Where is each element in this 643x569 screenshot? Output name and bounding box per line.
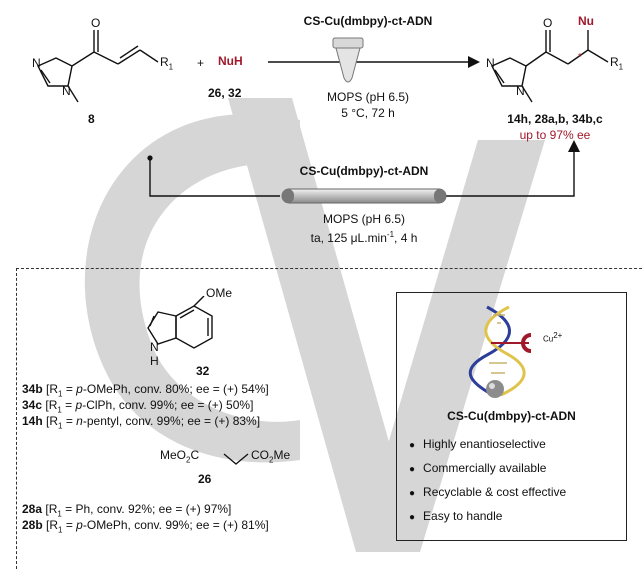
indole-structure: [147, 296, 213, 349]
indole-substituent: OMe: [206, 286, 233, 300]
arrow-flow-head: [568, 140, 580, 152]
scheme-drawing: [37, 30, 609, 204]
reactant-atom-o: O: [91, 16, 101, 30]
result-row-28b: 28b [R1 = p-OMePh, conv. 99%; ee = (+) 8…: [22, 518, 269, 535]
indole-label: 32: [196, 364, 210, 378]
product-ids: 14h, 28a,b, 34b,c: [507, 112, 603, 126]
reactant-r1: R1: [160, 55, 174, 72]
flow-line-right: [446, 152, 575, 197]
flow-reactor-icon: [281, 188, 447, 204]
indole-atom-h: H: [150, 354, 159, 368]
reactant-atom-n1: N: [32, 56, 41, 70]
conditions-flow-2: ta, 125 μL.min-1, 4 h: [310, 230, 418, 245]
plus-sign: +: [197, 56, 205, 70]
product-imidazole-ring: [491, 57, 527, 87]
conditions-flow-1: MOPS (pH 6.5): [322, 212, 406, 226]
product-nu: Nu: [578, 14, 594, 28]
flow-line-left: [149, 158, 280, 197]
reactant-bond-carbonyl: [71, 51, 95, 67]
reactant-atom-n2: N: [62, 84, 71, 98]
catalyst-flow-label: CS-Cu(dmbpy)-ct-ADN: [299, 164, 429, 178]
indole-atom-n: N: [150, 340, 159, 354]
conditions-top-1: MOPS (pH 6.5): [326, 90, 410, 104]
scope-panel: [16, 268, 643, 569]
malonate-label: 26: [198, 472, 212, 486]
malonate-bonds: [223, 453, 249, 465]
feature-item: Highly enantioselective: [409, 437, 546, 451]
malonate-left: MeO2C: [160, 448, 200, 465]
flow-start-dot: [147, 155, 153, 161]
product-atom-n1: N: [486, 56, 495, 70]
result-row-14h: 14h [R1 = n-pentyl, conv. 99%; ee = (+) …: [22, 414, 261, 431]
nucleophile-label: NuH: [218, 54, 243, 68]
dna-catalyst-icon: [468, 305, 532, 398]
feature-item: Easy to handle: [409, 509, 502, 523]
eppendorf-tube-icon: [332, 37, 364, 83]
feature-item: Recyclable & cost effective: [409, 485, 566, 499]
product-atom-o: O: [543, 16, 553, 30]
catalyst-top-label: CS-Cu(dmbpy)-ct-ADN: [303, 14, 433, 28]
product-ee: up to 97% ee: [519, 128, 591, 142]
result-row-28a: 28a [R1 = Ph, conv. 92%; ee = (+) 97%]: [22, 502, 232, 519]
reactant-n-methyl: [67, 85, 79, 103]
result-row-34c: 34c [R1 = p-ClPh, conv. 99%; ee = (+) 50…: [22, 398, 254, 415]
product-stereocenter: *: [578, 52, 582, 63]
arrow-top-head: [468, 56, 480, 68]
product-r1: R1: [610, 55, 624, 72]
nucleophile-ids: 26, 32: [208, 86, 242, 100]
card-title: CS-Cu(dmbpy)-ct-ADN: [447, 409, 576, 423]
conditions-top-2: 5 °C, 72 h: [341, 106, 395, 120]
reactant-label: 8: [88, 112, 95, 126]
catalyst-card: Cu2+ CS-Cu(dmbpy)-ct-ADN Highly enantios…: [396, 292, 627, 541]
result-row-34b: 34b [R1 = p-OMePh, conv. 80%; ee = (+) 5…: [22, 382, 269, 399]
product-atom-n2: N: [516, 84, 525, 98]
malonate-right: CO2Me: [251, 448, 291, 465]
feature-item: Commercially available: [409, 461, 546, 475]
copper-ion-label: Cu2+: [543, 331, 563, 344]
reactant-imidazole-ring: [37, 57, 73, 87]
